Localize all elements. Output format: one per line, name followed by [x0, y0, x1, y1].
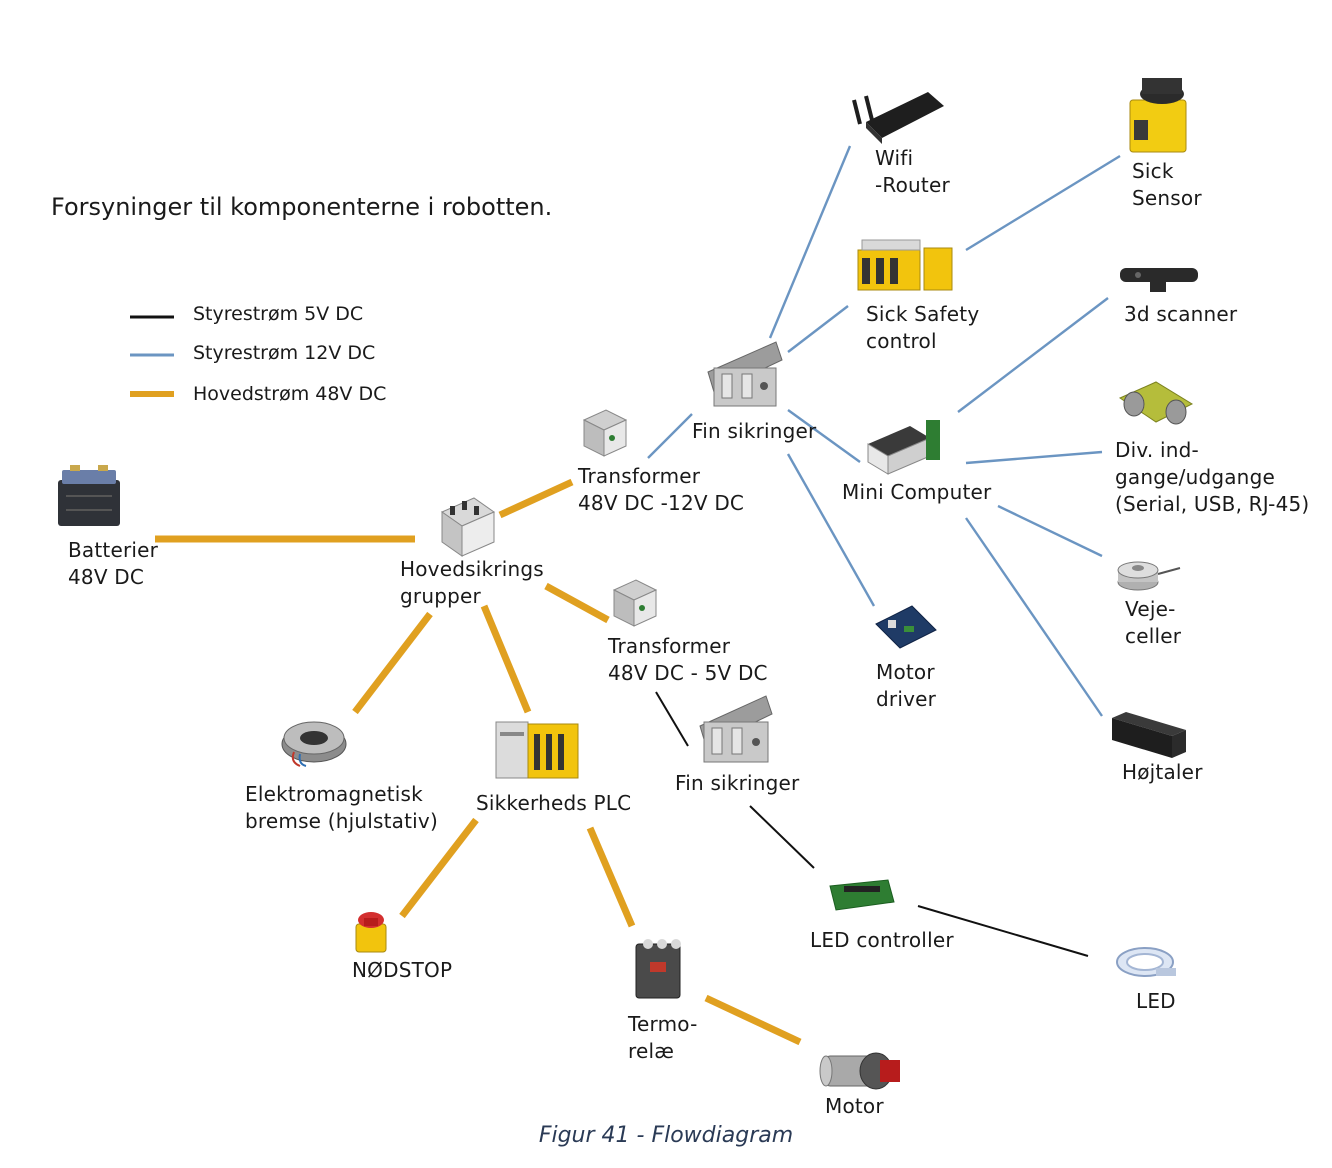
serial-adapter-icon — [1118, 381, 1194, 425]
line-sick-safety-to-sensor — [965, 154, 1121, 252]
node-safety-plc-label: Sikkerheds PLC — [476, 791, 632, 815]
line-fuses-to-sick-safety — [787, 305, 849, 353]
safety-plc-icon — [495, 721, 579, 779]
circuit-breaker-icon — [440, 497, 496, 557]
node-brake-label: Elektromagnetisk bremse (hjulstativ) — [245, 782, 438, 833]
line-main-fuses-to-safety-plc — [480, 604, 532, 714]
line-relay-to-motor — [704, 994, 802, 1046]
legend-label-5v: Styrestrøm 5V DC — [193, 303, 364, 325]
led-strip-icon — [1116, 947, 1176, 977]
node-3d-scanner-label: 3d scanner — [1124, 302, 1238, 326]
node-motor-driver-label: Motor driver — [876, 660, 937, 711]
line-transformer5v-to-fine-fuses — [655, 691, 689, 747]
line-main-fuses-to-brake — [352, 611, 433, 715]
transformer-5v-icon — [612, 579, 658, 627]
node-fine-fuses-top-label: Fin sikringer — [692, 419, 817, 443]
line-led-controller-to-led — [917, 905, 1089, 957]
node-led-label: LED — [1136, 989, 1176, 1013]
node-transformer-5v-label: Transformer 48V DC - 5V DC — [608, 634, 768, 685]
mini-computer-icon — [867, 420, 940, 475]
motor-icon — [819, 1052, 900, 1090]
line-computer-to-load-cells — [997, 504, 1103, 558]
legend-label-48v: Hovedstrøm 48V DC — [193, 383, 387, 405]
line-transformer-to-fine-fuses — [647, 413, 693, 459]
line-computer-to-speaker — [965, 517, 1103, 717]
3d-scanner-icon — [1120, 268, 1198, 292]
node-thermal-relay-label: Termo- relæ — [628, 1012, 698, 1063]
node-wifi-router-label: Wifi -Router — [875, 146, 950, 197]
figure-caption: Figur 41 - Flowdiagram — [538, 1123, 794, 1148]
emergency-stop-icon — [355, 912, 387, 953]
legend-label-12v: Styrestrøm 12V DC — [193, 342, 376, 364]
line-plc-to-thermal-relay — [586, 826, 636, 928]
node-mini-computer-label: Mini Computer — [842, 480, 992, 504]
node-motor-label: Motor — [825, 1094, 884, 1118]
line-fuses-to-wifi — [768, 145, 852, 339]
node-transformer-12v-label: Transformer 48V DC -12V DC — [578, 464, 745, 515]
thermal-relay-icon — [635, 939, 681, 999]
safety-controller-icon — [857, 239, 953, 291]
node-sick-safety-label: Sick Safety control — [866, 302, 980, 353]
node-led-controller-label: LED controller — [810, 928, 954, 952]
line-fuses-to-led-controller — [749, 805, 815, 869]
node-load-cells-label: Veje- celler — [1125, 597, 1182, 648]
wifi-router-icon — [852, 92, 944, 144]
led-controller-icon — [829, 879, 895, 911]
fuse-holder-bottom-icon — [699, 695, 773, 763]
speaker-icon — [1112, 712, 1186, 758]
line-computer-to-3d-scanner — [957, 297, 1109, 413]
line-plc-to-estop — [399, 817, 479, 919]
line-fuses-to-motor-driver — [786, 453, 876, 607]
node-fine-fuses-bottom-label: Fin sikringer — [675, 771, 800, 795]
node-io-ports-label: Div. ind- gange/udgange (Serial, USB, RJ… — [1115, 438, 1310, 516]
laser-sensor-icon — [1129, 78, 1187, 153]
brake-icon — [281, 721, 347, 767]
line-fuses-to-mini-computer — [787, 409, 861, 463]
battery-icon — [58, 465, 120, 526]
line-computer-to-io — [965, 450, 1103, 465]
node-sick-sensor-label: Sick Sensor — [1132, 159, 1202, 210]
load-cell-icon — [1117, 561, 1181, 591]
node-main-fuses-label: Hovedsikrings grupper — [400, 557, 544, 608]
node-estop-label: NØDSTOP — [352, 958, 453, 982]
diagram-title: Forsyninger til komponenterne i robotten… — [51, 193, 553, 221]
transformer-12v-icon — [582, 409, 628, 457]
node-speaker-label: Højtaler — [1122, 760, 1203, 784]
node-battery-label: Batterier 48V DC — [68, 538, 159, 589]
line-main-fuses-to-transformer-5v — [544, 582, 610, 624]
motor-driver-icon — [875, 605, 937, 649]
fuse-holder-icon — [707, 341, 783, 407]
line-main-fuses-to-transformer-12v — [498, 478, 574, 519]
